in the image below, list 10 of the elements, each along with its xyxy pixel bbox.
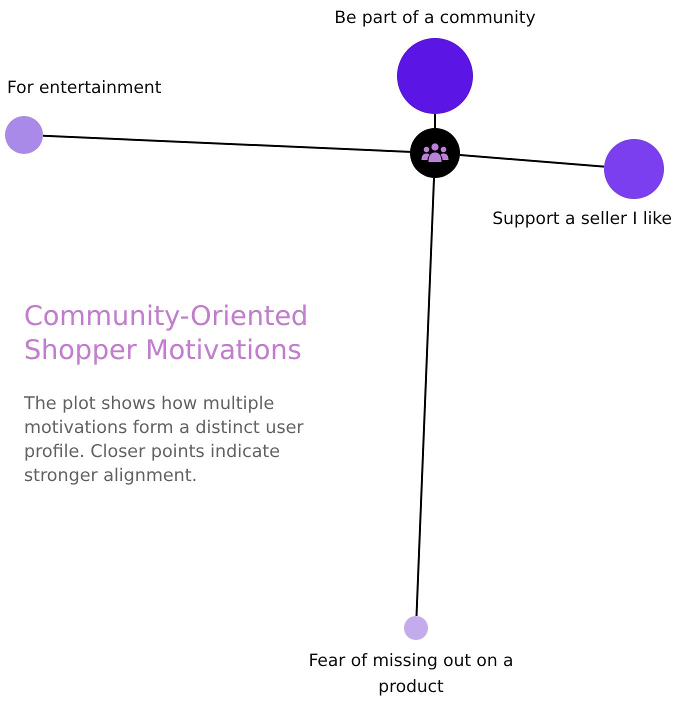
motivation-label: For entertainment xyxy=(7,77,162,100)
caption: The plot shows how multiple motivations form a distinct user profile. Closer points indicate stronger alignment. xyxy=(24,393,305,488)
connector-line xyxy=(434,114,436,128)
connector-line xyxy=(416,178,435,616)
connector-line xyxy=(460,154,604,168)
title: Community-Oriented Shopper Motivations xyxy=(24,300,310,368)
motivation-label: Support a seller I like xyxy=(492,208,672,231)
connector-line xyxy=(42,134,410,153)
motivation-label: Be part of a community xyxy=(333,7,537,30)
motivation-label: Fear of missing out on a product xyxy=(308,650,514,699)
